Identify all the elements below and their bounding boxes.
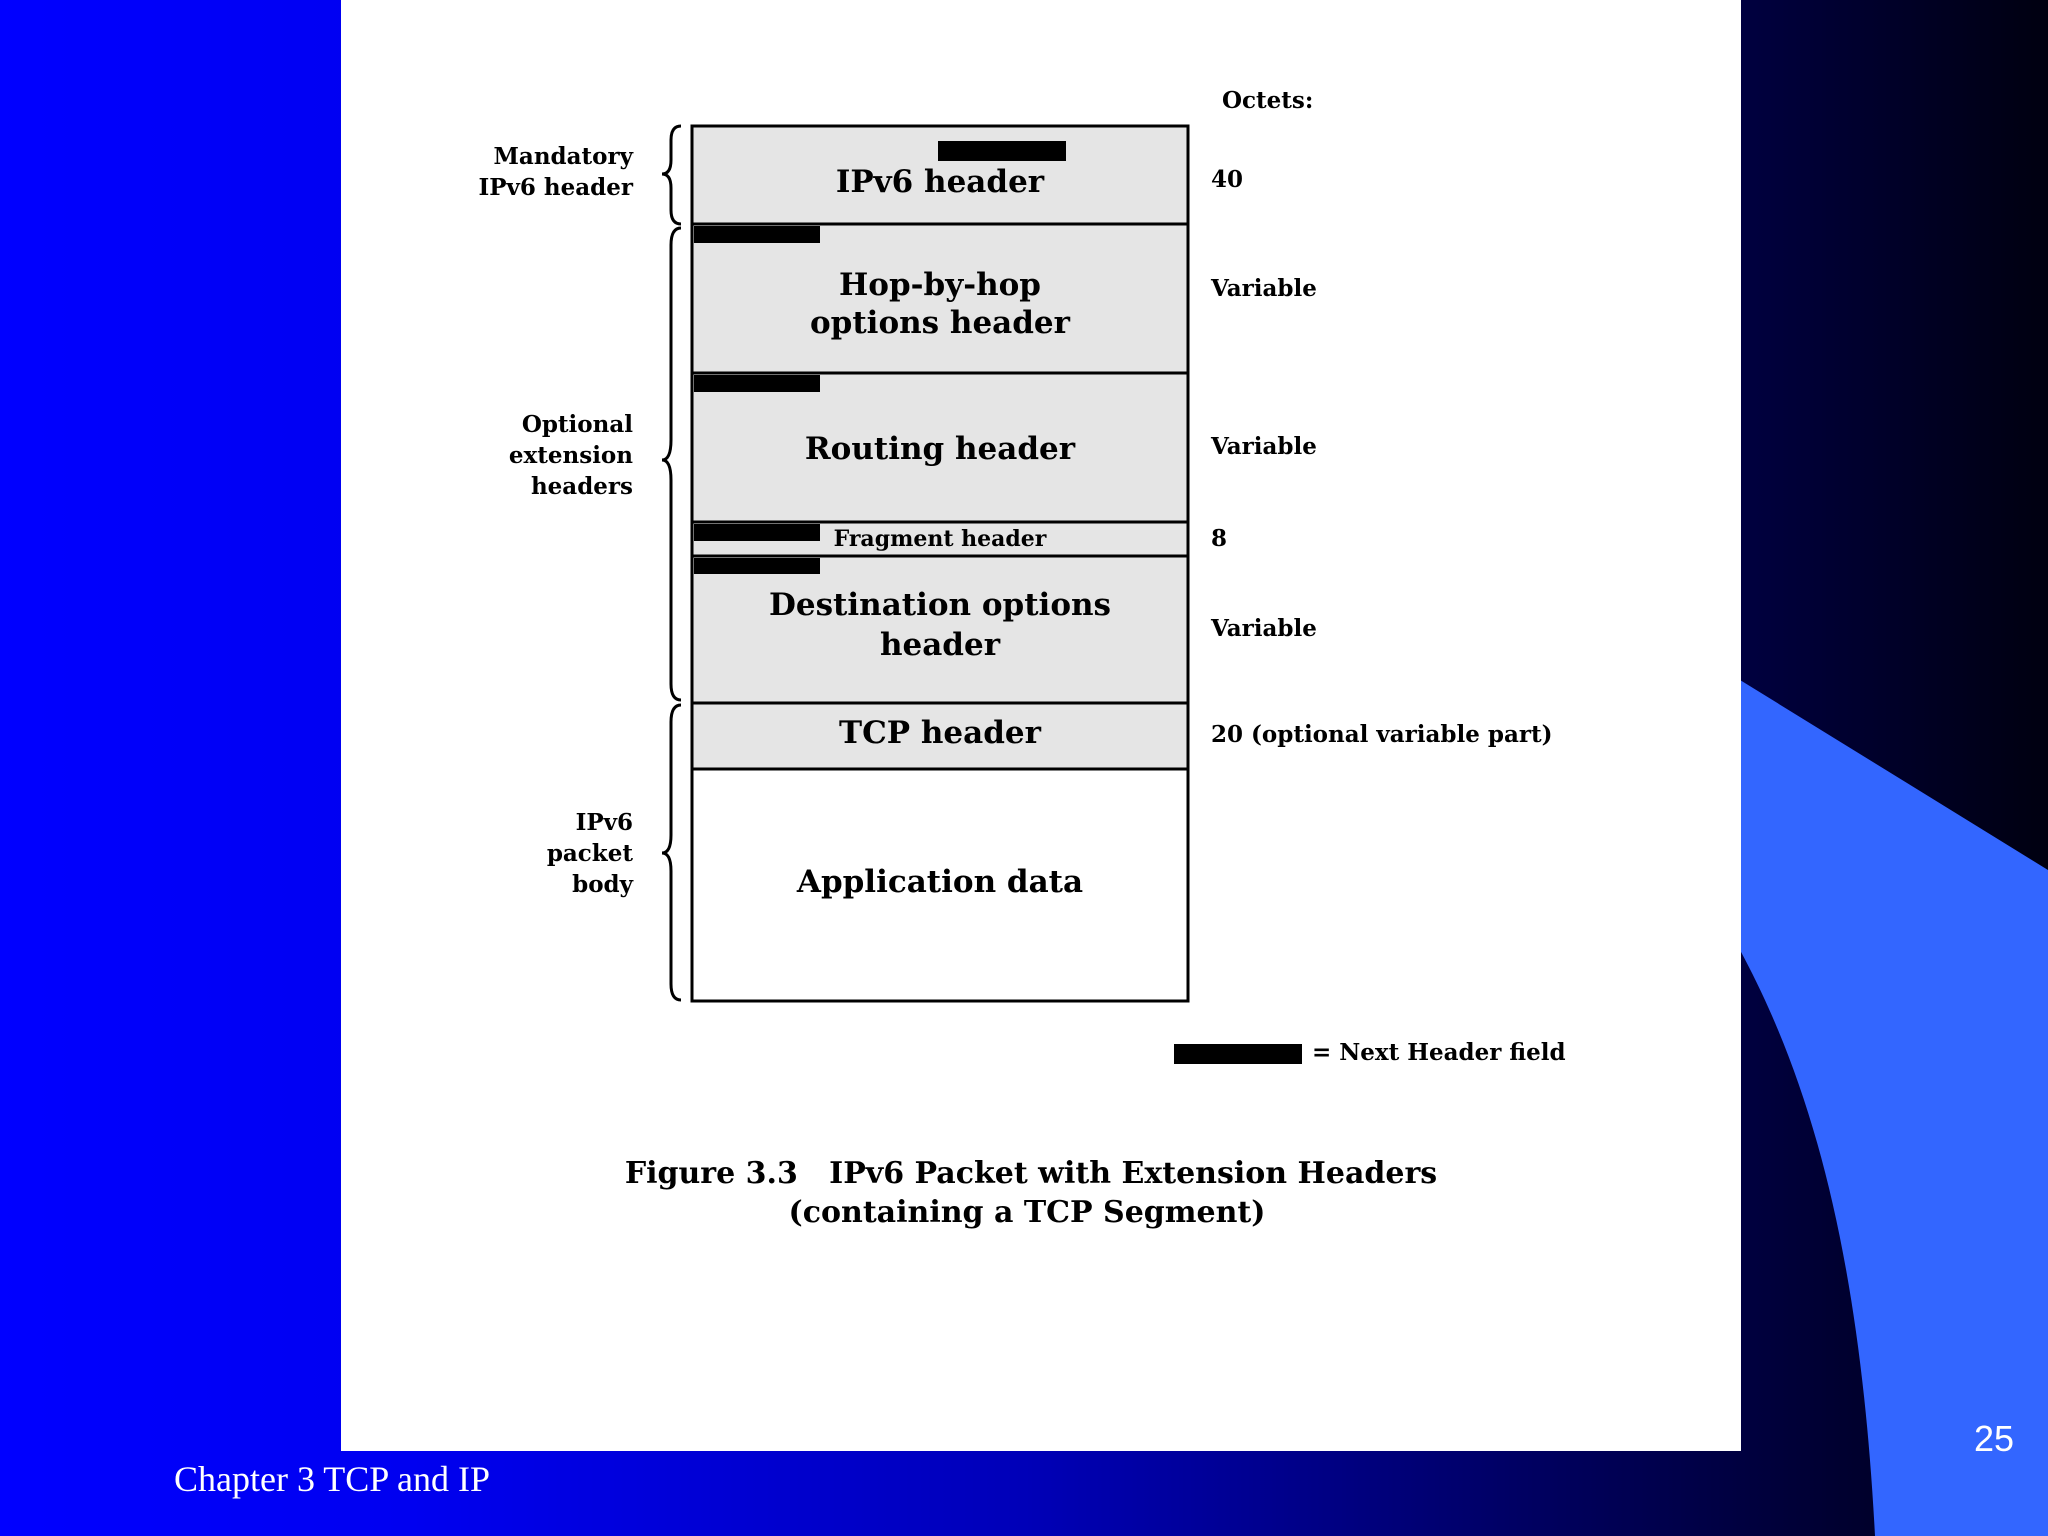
header-block-routing: Routing header Variable	[690, 371, 1317, 524]
brace-optional	[661, 226, 682, 702]
next-header-bar	[938, 141, 1066, 161]
brace-label: IPv6	[576, 809, 633, 836]
header-block-tcp: TCP header 20 (optional variable part)	[690, 701, 1553, 771]
legend: = Next Header field	[1174, 1039, 1566, 1066]
legend-swatch	[1174, 1044, 1302, 1064]
decorative-curve	[1740, 680, 2048, 1536]
next-header-bar	[694, 375, 820, 392]
legend-label: = Next Header field	[1312, 1039, 1566, 1066]
next-header-bar	[694, 558, 820, 574]
next-header-bar	[694, 226, 820, 243]
octets-value: Variable	[1210, 615, 1317, 642]
next-header-bar	[694, 524, 820, 541]
block-label: TCP header	[839, 715, 1042, 751]
octets-heading: Octets:	[1222, 87, 1313, 114]
header-block-destination-options: Destination options header Variable	[690, 554, 1317, 705]
slide-page-number: 25	[1974, 1418, 2015, 1459]
slide-footer-title: Chapter 3 TCP and IP	[174, 1459, 490, 1499]
block-label: options header	[810, 305, 1071, 341]
octets-value: 40	[1211, 166, 1243, 193]
next-header-field-markers	[694, 141, 1066, 574]
brace-mandatory	[661, 124, 682, 226]
block-label: Hop-by-hop	[839, 267, 1041, 303]
block-label: Routing header	[805, 431, 1076, 467]
figure-panel: Octets: IPv6 header 40 Hop-by-hop option…	[341, 0, 1741, 1451]
brace-label: body	[572, 871, 634, 898]
brace-label: packet	[547, 840, 634, 867]
figure-caption-sub: (containing a TCP Segment)	[789, 1195, 1266, 1230]
block-label: Destination options	[769, 587, 1111, 623]
ipv6-packet-diagram: Octets: IPv6 header 40 Hop-by-hop option…	[478, 87, 1566, 1230]
brace-packet-body	[661, 703, 682, 1002]
octets-value: 8	[1211, 525, 1227, 552]
block-label: Fragment header	[834, 526, 1047, 552]
header-block-ipv6: IPv6 header 40	[690, 124, 1243, 226]
octets-value: 20 (optional variable part)	[1211, 721, 1553, 748]
brace-lines	[661, 124, 682, 1002]
brace-label: headers	[531, 473, 633, 500]
header-block-hop-by-hop: Hop-by-hop options header Variable	[690, 222, 1317, 375]
brace-label: IPv6 header	[478, 174, 633, 201]
brace-label: Optional	[522, 411, 633, 438]
block-label: IPv6 header	[836, 164, 1045, 200]
brace-label: extension	[509, 442, 633, 469]
brace-label: Mandatory	[493, 143, 633, 170]
octets-value: Variable	[1210, 433, 1317, 460]
block-label: header	[880, 627, 1001, 663]
figure-caption: Figure 3.3 IPv6 Packet with Extension He…	[625, 1156, 1437, 1191]
block-label: Application data	[796, 864, 1083, 900]
application-data-block: Application data	[690, 767, 1190, 1003]
octets-value: Variable	[1210, 275, 1317, 302]
